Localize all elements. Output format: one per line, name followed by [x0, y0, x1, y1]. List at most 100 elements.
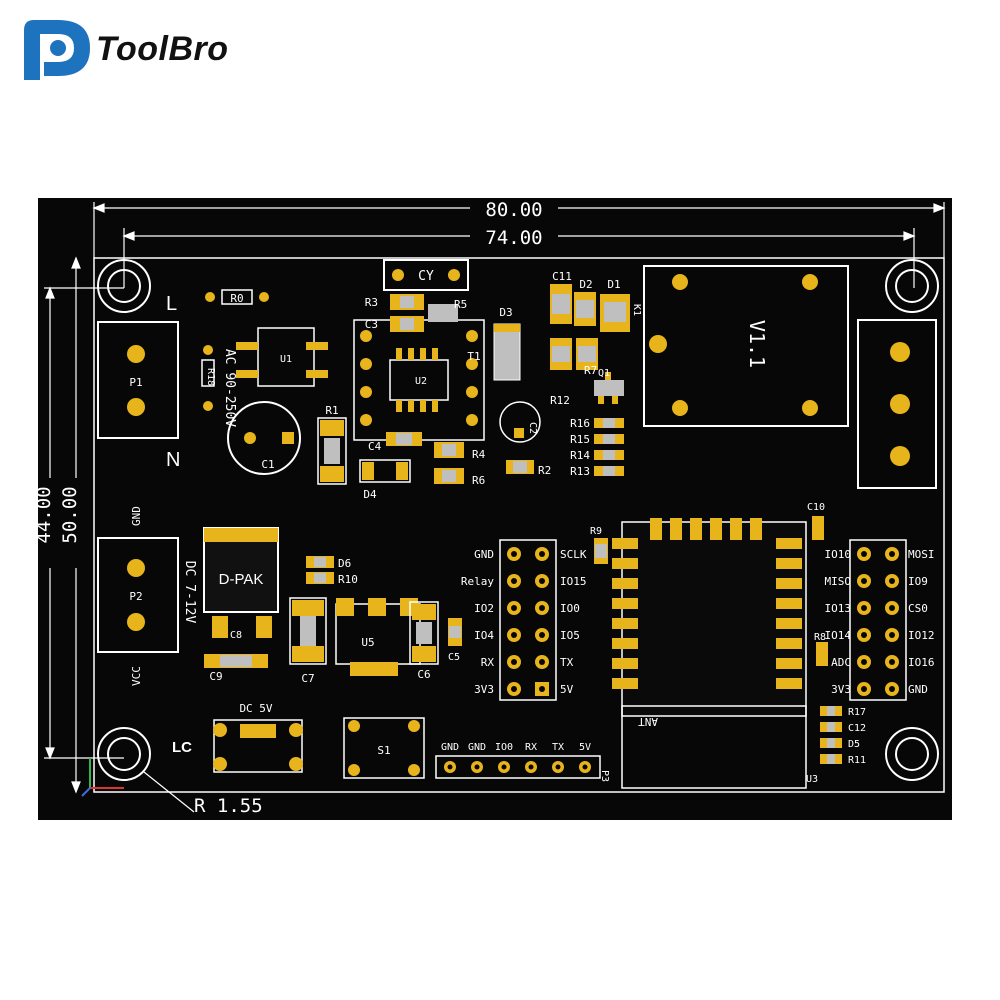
r15-label: R15 [570, 433, 590, 446]
d6-label: D6 [338, 557, 351, 570]
r0-outline [221, 289, 253, 305]
d3-label: D3 [499, 306, 512, 319]
r18-pad-2 [203, 401, 213, 411]
r16-label: R16 [570, 417, 590, 430]
left-header-label-left: Relay [461, 575, 494, 588]
module-pad-top [710, 518, 722, 540]
c11-label: C11 [552, 270, 572, 283]
small-parts-r17-r11 [820, 706, 842, 764]
c8-label: C8 [230, 630, 242, 641]
axis-marker [81, 758, 124, 797]
c7-label: C7 [301, 672, 314, 685]
r5-body [428, 304, 458, 322]
s1-outline [343, 717, 425, 779]
k1-label: K1 [631, 304, 642, 316]
d1-label: D1 [607, 278, 620, 291]
c1-outline [227, 401, 301, 475]
c1-label: C1 [261, 458, 274, 471]
cy-label: CY [418, 269, 434, 284]
right-header-label-right: IO16 [908, 656, 935, 669]
r18-label: R18 [205, 368, 216, 386]
right-header-label-left: IO13 [825, 602, 852, 615]
p1-label: P1 [129, 376, 142, 389]
u5-label: U5 [361, 636, 374, 649]
bottom-header-label: RX [525, 742, 537, 753]
wifi-module: ANT [612, 518, 807, 789]
right-header-label-left: 3V3 [831, 683, 851, 696]
r14-label: R14 [570, 449, 590, 462]
right-header-label-left: ADC [831, 656, 851, 669]
l-label: L [166, 293, 177, 315]
r8-pad [816, 642, 828, 666]
lc-inductor [240, 724, 276, 738]
u1-outline [257, 327, 315, 387]
u3-label: U3 [806, 774, 818, 785]
board-outline [93, 257, 945, 793]
bottom-header-labels: GND GND IO0 RX TX 5V [441, 742, 591, 753]
p2-gnd-label: GND [130, 506, 143, 526]
module-pad-right [776, 618, 802, 629]
r1-outline [317, 417, 347, 485]
dc5v-label: DC 5V [239, 702, 272, 715]
p2-terminal [97, 537, 179, 653]
pcb-board: 80.00 74.00 44.00 50.00 R 1.55 CY R0 L N… [33, 198, 952, 820]
module-pad-top [730, 518, 742, 540]
mounting-hole-tr [885, 259, 939, 313]
module-pad-top [670, 518, 682, 540]
relay-terminal [857, 319, 937, 489]
r8-label: R8 [814, 632, 826, 643]
mounting-hole-tl [97, 259, 151, 313]
dimension-width [92, 202, 946, 288]
left-header-label-left: IO2 [474, 602, 494, 615]
r10-label: R10 [338, 573, 358, 586]
module-pad-right [776, 678, 802, 689]
bottom-header-label: GND [441, 742, 459, 753]
dc-input-label: DC 7-12V [182, 561, 197, 624]
antenna-outline [621, 705, 807, 789]
u1-pad-3 [306, 342, 328, 350]
right-header-label-right: CS0 [908, 602, 928, 615]
c1-pad-1 [244, 432, 256, 444]
module-pad-left [612, 578, 638, 589]
t1-label: T1 [467, 350, 480, 363]
right-header: IO10MISOIO13IO14ADC3V3MOSIIO9CS0IO12IO16… [825, 547, 935, 696]
bottom-header-label: 5V [579, 742, 591, 753]
pcb-svg: 80.00 74.00 44.00 50.00 R 1.55 CY R0 L N… [33, 198, 952, 820]
bottom-header-label: TX [552, 742, 564, 753]
left-header-label-left: RX [481, 656, 495, 669]
mounting-hole-br [885, 727, 939, 781]
right-header-label-left: MISO [825, 575, 852, 588]
bottom-header-label: GND [468, 742, 486, 753]
c6-label: C6 [417, 668, 430, 681]
mounting-hole-bl [97, 727, 151, 781]
u1-pad-4 [306, 370, 328, 378]
left-header-label-left: IO4 [474, 629, 494, 642]
module-pad-left [612, 598, 638, 609]
r7-label: R7 [584, 364, 597, 377]
right-header-label-right: IO9 [908, 575, 928, 588]
left-header-label-left: 3V3 [474, 683, 494, 696]
height-label: 50.00 [59, 486, 81, 543]
r2-label: R2 [538, 464, 551, 477]
module-pad-right [776, 658, 802, 669]
module-pad-right [776, 598, 802, 609]
right-header-label-right: GND [908, 683, 928, 696]
right-header-label-right: MOSI [908, 548, 935, 561]
r4-label: R4 [472, 448, 486, 461]
bottom-header-pins [444, 761, 591, 773]
r9-label: R9 [590, 526, 602, 537]
bottom-header-label: IO0 [495, 742, 513, 753]
c5-label: C5 [448, 652, 460, 663]
r1-pad-1 [320, 420, 344, 436]
d4-label: D4 [363, 488, 377, 501]
r11-label: R11 [848, 755, 866, 766]
module-pad-left [612, 678, 638, 689]
c6-outline [409, 601, 439, 665]
module-pad-right [776, 578, 802, 589]
c3-label: C3 [365, 318, 378, 331]
p2-label: P2 [129, 590, 142, 603]
c12-label: C12 [848, 723, 866, 734]
n-label: N [166, 449, 180, 471]
p1-pin-2 [127, 398, 145, 416]
module-pad-left [612, 618, 638, 629]
